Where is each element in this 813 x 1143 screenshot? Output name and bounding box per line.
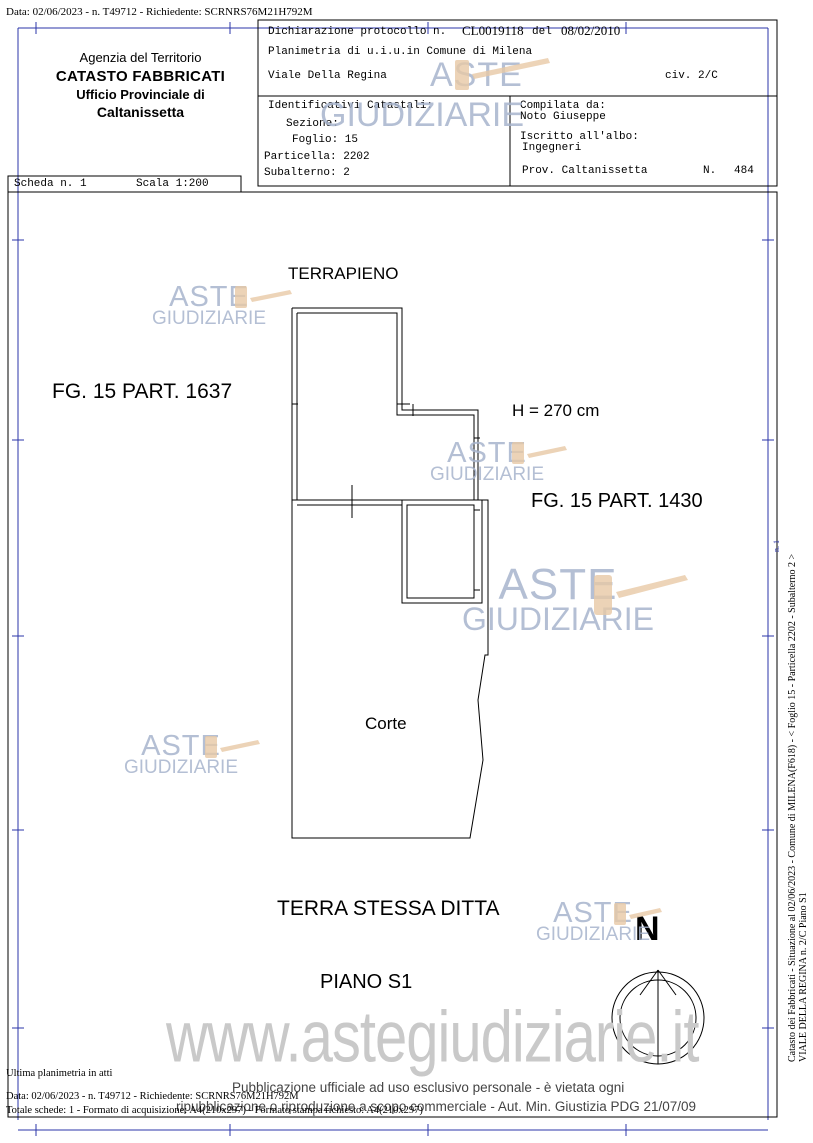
plan-description: Planimetria di u.i.u.in Comune di Milena (268, 46, 533, 58)
height-label: H = 270 cm (512, 401, 600, 420)
province: Prov. Caltanissetta (522, 165, 648, 177)
address: Viale Della Regina (268, 70, 387, 82)
office-city: Caltanissetta (96, 104, 185, 120)
protocol-label: Dichiarazione protocollo n. (268, 26, 447, 38)
compiled-by-label: Compilata da: (520, 100, 606, 112)
protocol-number: CL0019118 (462, 23, 524, 38)
watermark-text-header: GIUDIZIARIE (320, 96, 525, 134)
registration-label: N. (703, 165, 717, 177)
agency-name: Agenzia del Territorio (79, 50, 202, 65)
parcel-right-label: FG. 15 PART. 1430 (531, 490, 703, 512)
identifiers-title: Identificativi Catastali: (268, 100, 434, 112)
parcel-left-label: FG. 15 PART. 1637 (52, 380, 233, 403)
terra-label: TERRA STESSA DITTA (277, 897, 500, 920)
scheda-number: Scheda n. 1 (14, 178, 87, 190)
office-label: Ufficio Provinciale di (76, 87, 205, 102)
watermark-site: www.astegiudiziarie.it (166, 996, 699, 1078)
civic-number: civ. 2/C (665, 70, 718, 82)
agency-header: Agenzia del Territorio CATASTO FABBRICAT… (28, 50, 253, 120)
albo-label: Iscritto all'albo: (520, 131, 639, 143)
protocol-date: 08/02/2010 (561, 23, 621, 38)
floor-label: PIANO S1 (320, 971, 413, 993)
terrapieno-label: TERRAPIENO (288, 264, 399, 283)
request-info-bottom: Data: 02/06/2023 - n. T49712 - Richieden… (6, 1091, 299, 1102)
scale: Scala 1:200 (136, 178, 209, 190)
corte-label: Corte (365, 714, 407, 733)
albo-value: Ingegneri (522, 142, 582, 154)
compiler-name: Noto Giuseppe (520, 111, 606, 123)
legal-notice-line2: ripubblicazione o riproduzione a scopo c… (176, 1099, 697, 1114)
catasto-title: CATASTO FABBRICATI (55, 68, 226, 85)
registration-number: 484 (734, 165, 754, 177)
format-info: Totale schede: 1 - Formato di acquisizio… (6, 1105, 423, 1116)
watermark-logo-1: ASTE GIUDIZIARIE (152, 281, 267, 330)
particella: Particella: 2202 (264, 151, 370, 163)
legal-notice-line1: Pubblicazione ufficiale ad uso esclusivo… (232, 1080, 625, 1095)
date-label: del (532, 26, 552, 38)
side-scheda-mark: n. 1 (772, 540, 781, 552)
side-address-text: VIALE DELLA REGINA n. 2/C Piano S1 (798, 892, 809, 1062)
foglio: Foglio: 15 (292, 134, 359, 146)
subalterno: Subalterno: 2 (264, 167, 350, 179)
sezione: Sezione: (286, 118, 339, 130)
last-plan-note: Ultima planimetria in atti (6, 1068, 113, 1079)
request-info-top: Data: 02/06/2023 - n. T49712 - Richieden… (6, 6, 313, 18)
side-situation-text: Catasto dei Fabbricati - Situazione al 0… (787, 553, 798, 1062)
